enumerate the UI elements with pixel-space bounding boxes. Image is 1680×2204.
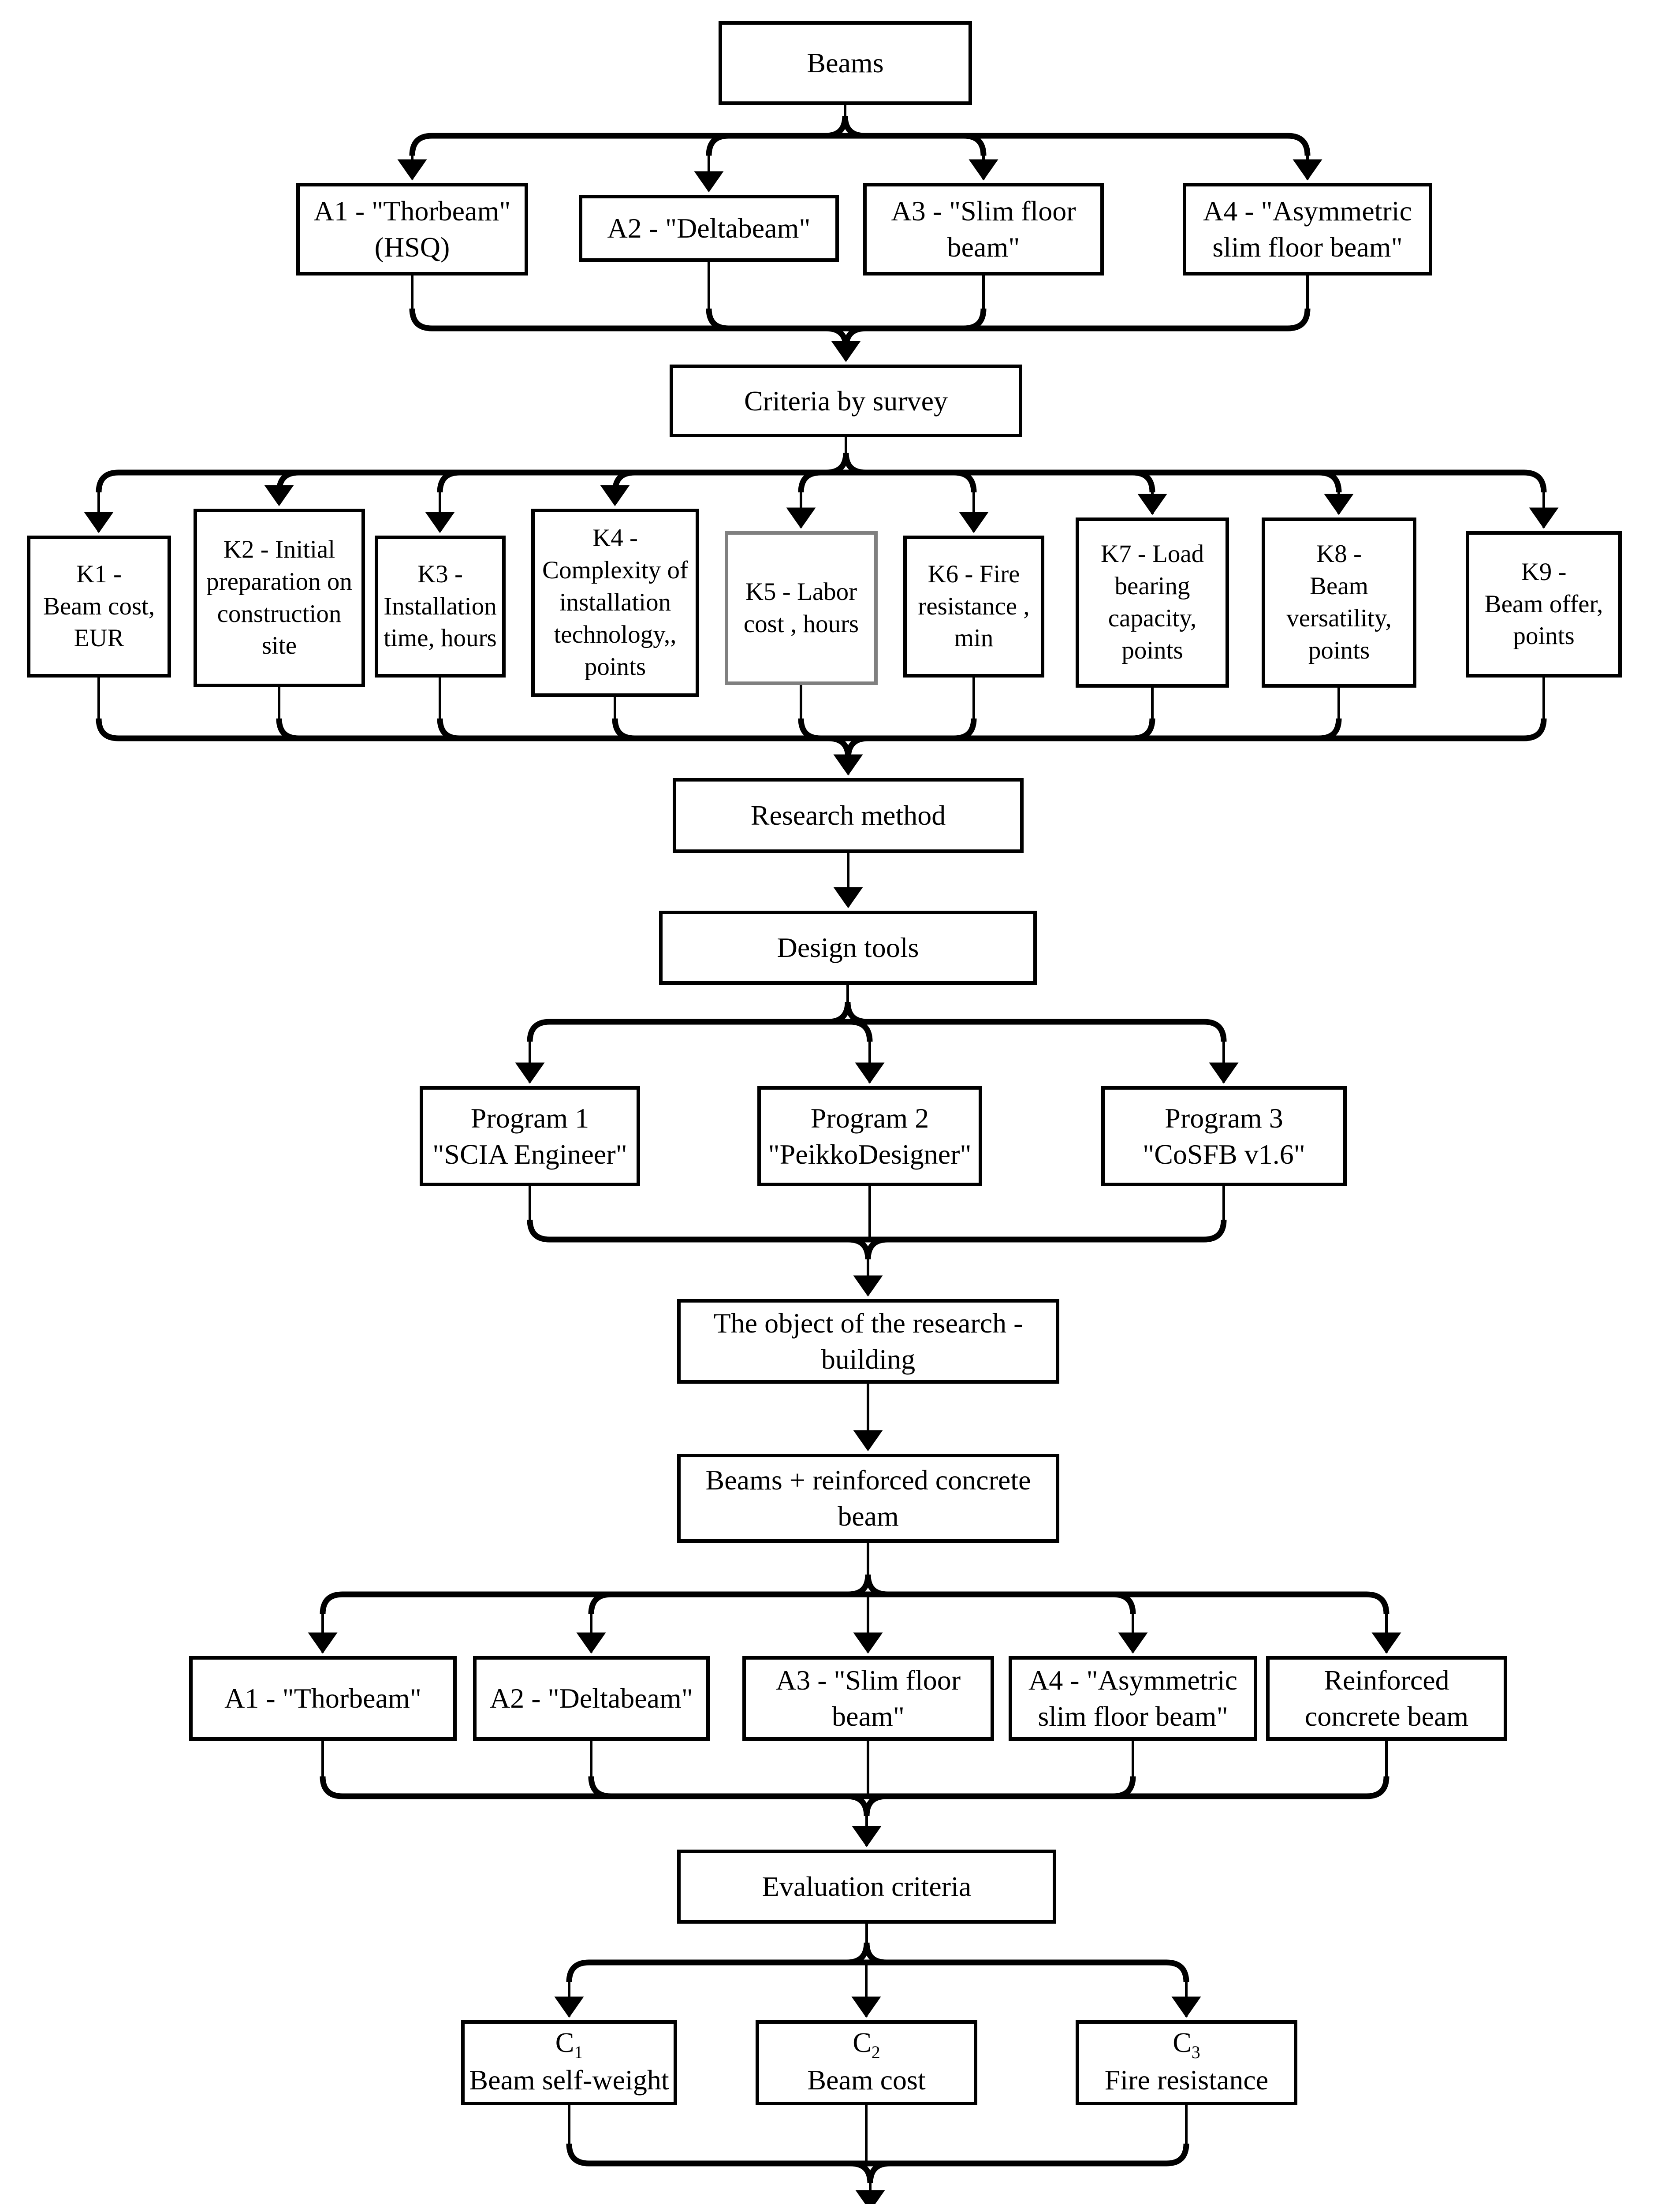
node-research-method: Research method	[673, 778, 1024, 853]
node-program2-label: Program 2 "PeikkoDesigner"	[768, 1102, 972, 1170]
node-beams-label: Beams	[807, 47, 884, 79]
node-c2-label: Beam cost	[807, 2064, 926, 2096]
node-c3-symbol: C3	[1173, 2026, 1200, 2062]
node-k5-label: K5 - Labor cost , hours	[743, 577, 859, 638]
node-k3-installation-time: K3 - Installation time, hours	[375, 536, 506, 678]
node-k2-label: K2 - Initial preparation on construction…	[206, 535, 352, 660]
node-a4-asymmetric-slim-floor-beam: A4 - "Asymmetric slim floor beam"	[1183, 183, 1432, 276]
node-program1-label: Program 1 "SCIA Engineer"	[432, 1102, 627, 1170]
node-k9-label: K9 - Beam offer, points	[1484, 558, 1603, 650]
node-k7-load-bearing: K7 - Load bearing capacity, points	[1076, 517, 1229, 688]
node-program2-peikkodesigner: Program 2 "PeikkoDesigner"	[757, 1086, 982, 1186]
node-object-of-research-label: The object of the research - building	[713, 1307, 1023, 1375]
node-k4-complexity: K4 - Complexity of installation technolo…	[531, 509, 699, 697]
node-k4-label: K4 - Complexity of installation technolo…	[542, 524, 688, 681]
node-c2-symbol: C2	[853, 2026, 880, 2062]
node-k8-label: K8 - Beam versatility, points	[1286, 540, 1392, 664]
node-k6-label: K6 - Fire resistance , min	[918, 560, 1030, 652]
node-b3-slim-floor-beam: A3 - "Slim floor beam"	[742, 1656, 994, 1741]
node-k3-label: K3 - Installation time, hours	[384, 560, 497, 652]
node-evaluation-criteria: Evaluation criteria	[677, 1850, 1056, 1924]
node-c2-beam-cost: C2 Beam cost	[756, 2020, 977, 2105]
node-program3-label: Program 3 "CoSFB v1.6"	[1143, 1102, 1305, 1170]
node-k5-labor-cost: K5 - Labor cost , hours	[725, 531, 878, 685]
node-beams-plus-rc-beam: Beams + reinforced concrete beam	[677, 1454, 1059, 1543]
node-k2-initial-preparation: K2 - Initial preparation on construction…	[194, 509, 365, 687]
node-design-tools-label: Design tools	[777, 932, 919, 964]
node-a1-thorbeam: A1 - "Thorbeam" (HSQ)	[296, 183, 528, 276]
node-b3-label: A3 - "Slim floor beam"	[776, 1664, 961, 1732]
node-k9-beam-offer: K9 - Beam offer, points	[1466, 531, 1622, 678]
node-a1-label: A1 - "Thorbeam" (HSQ)	[313, 195, 511, 263]
node-c1-label: Beam self-weight	[469, 2064, 669, 2096]
node-k8-beam-versatility: K8 - Beam versatility, points	[1262, 517, 1416, 688]
node-b2-deltabeam: A2 - "Deltabeam"	[473, 1656, 710, 1741]
node-k1-label: K1 - Beam cost, EUR	[43, 560, 155, 652]
node-k6-fire-resistance: K6 - Fire resistance , min	[903, 536, 1044, 678]
node-a4-label: A4 - "Asymmetric slim floor beam"	[1203, 195, 1412, 263]
node-c3-label: Fire resistance	[1104, 2064, 1269, 2096]
node-object-of-research: The object of the research - building	[677, 1299, 1059, 1384]
node-criteria-by-survey: Criteria by survey	[670, 365, 1022, 437]
node-a3-label: A3 - "Slim floor beam"	[891, 195, 1076, 263]
node-c1-symbol: C1	[555, 2026, 583, 2062]
node-c3-fire-resistance: C3 Fire resistance	[1076, 2020, 1297, 2105]
node-b4-label: A4 - "Asymmetric slim floor beam"	[1028, 1664, 1238, 1732]
node-a2-label: A2 - "Deltabeam"	[607, 212, 811, 244]
node-program3-cosfb: Program 3 "CoSFB v1.6"	[1101, 1086, 1347, 1186]
node-b4-asymmetric-slim-floor-beam: A4 - "Asymmetric slim floor beam"	[1009, 1656, 1257, 1741]
node-k7-label: K7 - Load bearing capacity, points	[1100, 540, 1204, 664]
node-design-tools: Design tools	[659, 911, 1037, 985]
node-program1-scia-engineer: Program 1 "SCIA Engineer"	[420, 1086, 640, 1186]
node-c1-beam-self-weight: C1 Beam self-weight	[461, 2020, 677, 2105]
node-b1-thorbeam: A1 - "Thorbeam"	[189, 1656, 457, 1741]
node-k1-beam-cost: K1 - Beam cost, EUR	[27, 536, 171, 678]
node-research-method-label: Research method	[750, 800, 946, 831]
connectors	[84, 105, 1559, 2204]
node-beams-plus-rc-beam-label: Beams + reinforced concrete beam	[705, 1464, 1031, 1532]
node-evaluation-criteria-label: Evaluation criteria	[762, 1871, 972, 1902]
node-b5-label: Reinforced concrete beam	[1304, 1664, 1469, 1732]
node-b1-label: A1 - "Thorbeam"	[224, 1683, 421, 1714]
node-criteria-label: Criteria by survey	[744, 385, 948, 417]
node-beams: Beams	[719, 21, 972, 105]
node-a2-deltabeam: A2 - "Deltabeam"	[579, 195, 839, 262]
node-b2-label: A2 - "Deltabeam"	[490, 1683, 693, 1714]
node-a3-slim-floor-beam: A3 - "Slim floor beam"	[863, 183, 1104, 276]
node-b5-reinforced-concrete-beam: Reinforced concrete beam	[1266, 1656, 1507, 1741]
